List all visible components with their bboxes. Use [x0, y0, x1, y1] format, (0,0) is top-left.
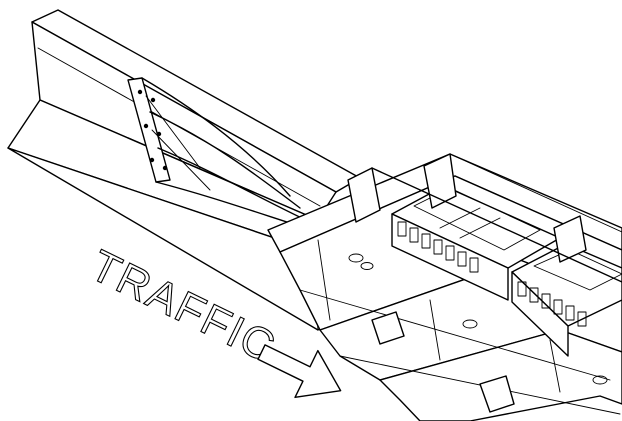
- cartridge-teeth-1: [397, 221, 479, 273]
- arrow-icon: [257, 344, 342, 399]
- cartridge-teeth-2: [517, 281, 587, 327]
- transition-plate: [127, 77, 319, 233]
- support-frames: [347, 153, 622, 413]
